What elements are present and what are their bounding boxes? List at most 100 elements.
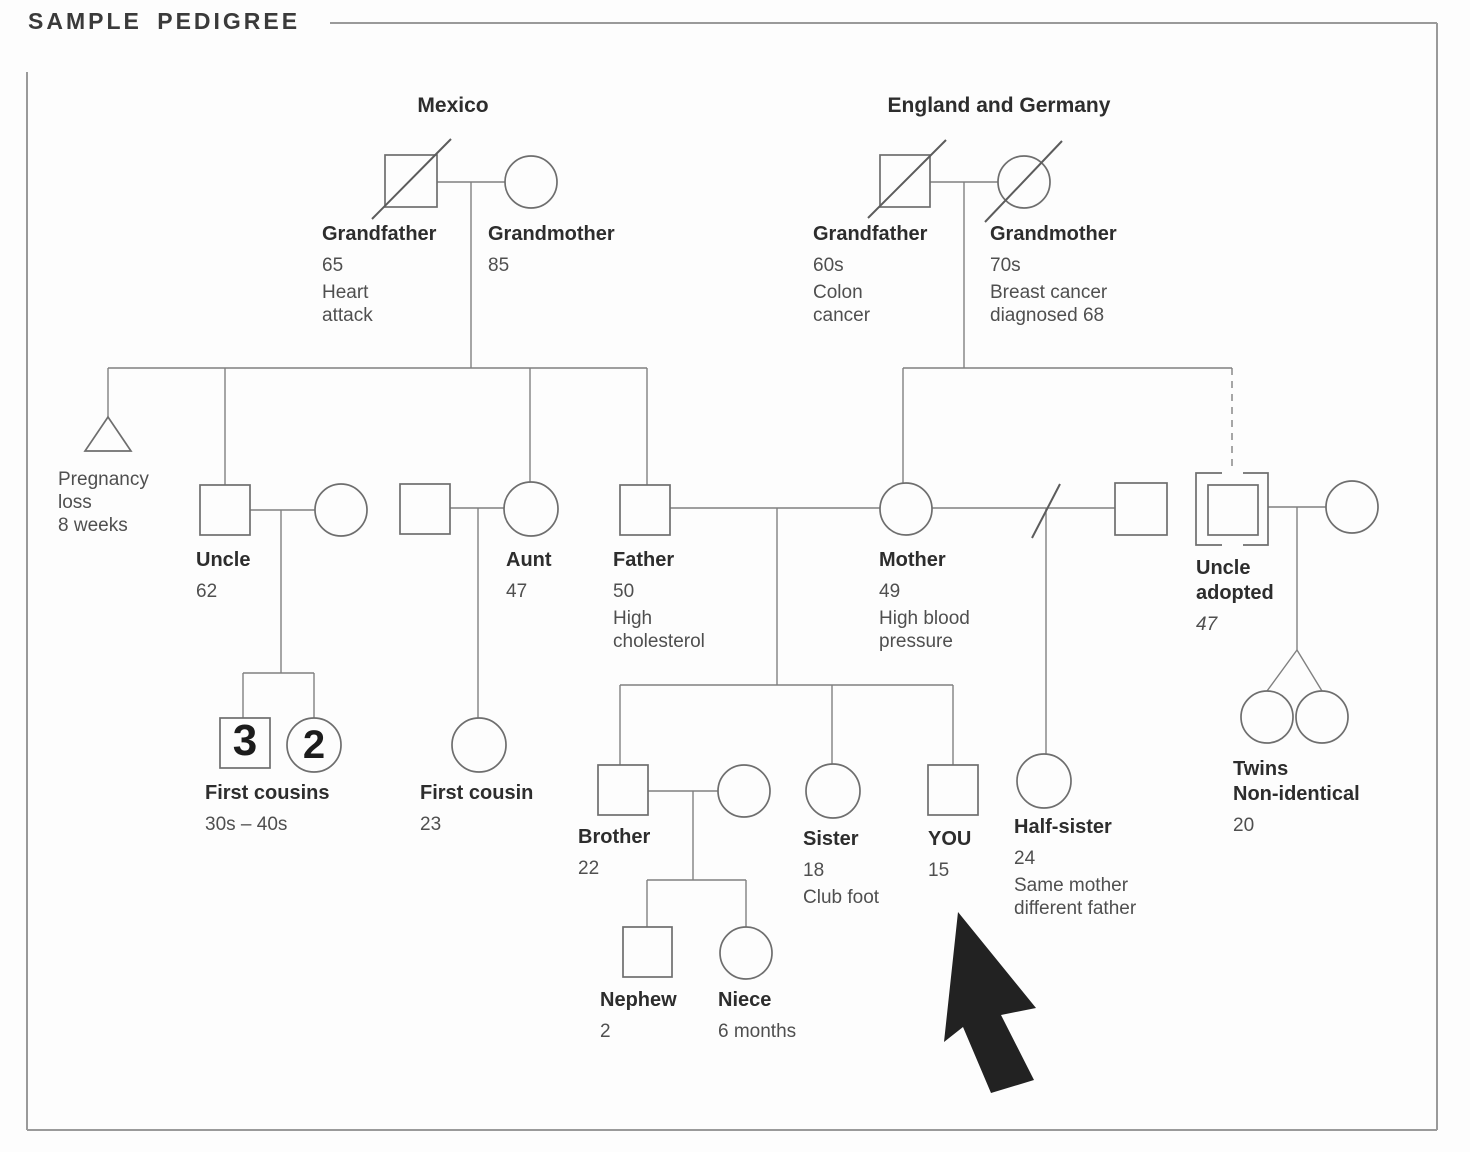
person-note: Colon bbox=[813, 282, 863, 303]
pregnancy-loss-triangle bbox=[83, 415, 133, 452]
label-half-sister: Half-sister 24 Same mother different fat… bbox=[1014, 815, 1136, 920]
person-name: Aunt bbox=[506, 549, 552, 571]
you-symbol bbox=[927, 764, 979, 816]
person-age: 30s – 40s bbox=[205, 814, 288, 835]
half-sister-father-symbol bbox=[1114, 482, 1168, 536]
first-cousins-male-count: 3 bbox=[232, 716, 258, 765]
person-age: 15 bbox=[928, 860, 950, 881]
person-age: 85 bbox=[488, 255, 510, 276]
person-age: 60s bbox=[813, 255, 844, 276]
person-name: Mother bbox=[879, 549, 946, 571]
person-age: 62 bbox=[196, 581, 218, 602]
person-name: Brother bbox=[578, 826, 651, 848]
deceased-slash-mx-grandfather bbox=[371, 138, 452, 220]
en-grandfather-symbol bbox=[879, 154, 931, 208]
label-nephew: Nephew 2 bbox=[600, 988, 677, 1047]
person-name: Grandfather bbox=[813, 223, 928, 245]
person-name: Uncle bbox=[196, 549, 251, 571]
person-note: pressure bbox=[879, 631, 953, 652]
person-name: Grandmother bbox=[488, 223, 615, 245]
person-note: Club foot bbox=[803, 887, 880, 908]
label-uncle: Uncle 62 bbox=[196, 548, 250, 607]
person-age: 49 bbox=[879, 581, 901, 602]
person-name: Uncle bbox=[1196, 557, 1251, 579]
first-cousins-female-count: 2 bbox=[302, 722, 326, 767]
origin-label-england-germany: England and Germany bbox=[887, 94, 1111, 117]
person-note: 8 weeks bbox=[58, 515, 128, 536]
first-cousin-symbol bbox=[451, 717, 507, 773]
label-mx-grandfather: Grandfather 65 Heart attack bbox=[322, 222, 436, 327]
person-note: diagnosed 68 bbox=[990, 305, 1105, 326]
label-uncle-adopted: Uncle adopted 47 bbox=[1196, 556, 1274, 636]
person-age: 20 bbox=[1233, 815, 1255, 836]
adopted-bracket-left bbox=[1195, 472, 1222, 546]
label-brother: Brother 22 bbox=[578, 825, 650, 884]
first-cousins-female-symbol bbox=[286, 717, 342, 773]
person-name: Sister bbox=[803, 828, 859, 850]
en-grandmother-symbol bbox=[997, 155, 1051, 209]
mother-symbol bbox=[879, 482, 933, 536]
uncle-adopted-symbol bbox=[1207, 484, 1259, 536]
person-note: High blood bbox=[879, 608, 970, 629]
person-age: 24 bbox=[1014, 848, 1036, 869]
niece-symbol bbox=[719, 926, 773, 980]
person-age: 23 bbox=[420, 814, 442, 835]
sister-symbol bbox=[805, 763, 861, 819]
person-name: Grandfather bbox=[322, 223, 437, 245]
person-note: High bbox=[613, 608, 653, 629]
uncle-symbol bbox=[199, 484, 251, 536]
person-name: Twins bbox=[1233, 758, 1289, 780]
person-note: cholesterol bbox=[613, 631, 705, 652]
person-note: attack bbox=[322, 305, 373, 326]
twin-right-symbol bbox=[1295, 690, 1349, 744]
uncle-wife-symbol bbox=[314, 483, 368, 537]
aunt-symbol bbox=[503, 481, 559, 537]
twin-left-symbol bbox=[1240, 690, 1294, 744]
person-note: different father bbox=[1014, 898, 1137, 919]
person-note: Heart bbox=[322, 282, 369, 303]
person-name: Nephew bbox=[600, 989, 677, 1011]
person-age: 47 bbox=[506, 581, 528, 602]
person-age: 2 bbox=[600, 1021, 611, 1042]
person-age: 22 bbox=[578, 858, 600, 879]
label-father: Father 50 High cholesterol bbox=[613, 548, 705, 653]
label-first-cousin: First cousin 23 bbox=[420, 781, 533, 840]
person-age: 6 months bbox=[718, 1021, 797, 1042]
separation-slash bbox=[1031, 483, 1061, 539]
person-note: Same mother bbox=[1014, 875, 1129, 896]
person-name: Non-identical bbox=[1233, 783, 1360, 805]
label-you: YOU 15 bbox=[928, 827, 971, 886]
label-mother: Mother 49 High blood pressure bbox=[879, 548, 970, 653]
person-note: cancer bbox=[813, 305, 871, 326]
person-name: Half-sister bbox=[1014, 816, 1112, 838]
person-name: Niece bbox=[718, 989, 772, 1011]
brother-symbol bbox=[597, 764, 649, 816]
first-cousins-male-symbol bbox=[219, 717, 271, 769]
person-name: First cousin bbox=[420, 782, 534, 804]
label-en-grandfather: Grandfather 60s Colon cancer bbox=[813, 222, 927, 327]
label-en-grandmother: Grandmother 70s Breast cancer diagnosed … bbox=[990, 222, 1117, 327]
nephew-symbol bbox=[622, 926, 673, 978]
mx-grandmother-symbol bbox=[504, 155, 558, 209]
father-symbol bbox=[619, 484, 671, 536]
label-niece: Niece 6 months bbox=[718, 988, 796, 1047]
person-name: First cousins bbox=[205, 782, 330, 804]
label-mx-grandmother: Grandmother 85 bbox=[488, 222, 615, 281]
aunt-husband-symbol bbox=[399, 483, 451, 535]
connector-twin-left bbox=[1266, 649, 1298, 692]
person-name: adopted bbox=[1196, 582, 1274, 604]
person-age: 50 bbox=[613, 581, 635, 602]
proband-arrow-icon bbox=[944, 912, 1036, 1093]
adopted-bracket-right bbox=[1243, 472, 1269, 546]
person-note: loss bbox=[58, 492, 92, 513]
half-sister-symbol bbox=[1016, 753, 1072, 809]
person-age: 70s bbox=[990, 255, 1021, 276]
person-name: Grandmother bbox=[990, 223, 1117, 245]
person-name: Father bbox=[613, 549, 675, 571]
brother-wife-symbol bbox=[717, 764, 771, 818]
person-note: Breast cancer bbox=[990, 282, 1108, 303]
label-pregnancy-loss: Pregnancy loss 8 weeks bbox=[58, 468, 149, 537]
person-note: Pregnancy bbox=[58, 469, 149, 490]
